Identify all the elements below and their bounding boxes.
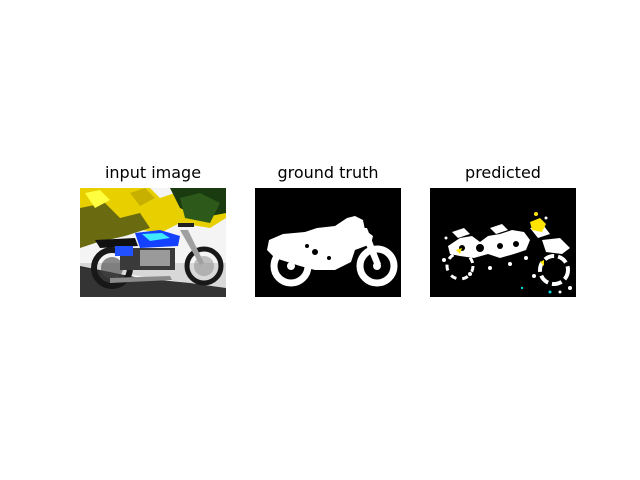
ground-truth-panel: ground truth: [255, 160, 401, 300]
input-image: [80, 188, 226, 297]
ground-truth-mask: [255, 188, 401, 297]
predicted-mask: [430, 188, 576, 297]
input-image-title: input image: [104, 163, 202, 182]
predicted-title: predicted: [465, 163, 541, 182]
predicted-panel: predicted: [430, 160, 576, 300]
input-image-panel: input image: [80, 160, 226, 300]
ground-truth-title: ground truth: [277, 163, 379, 182]
